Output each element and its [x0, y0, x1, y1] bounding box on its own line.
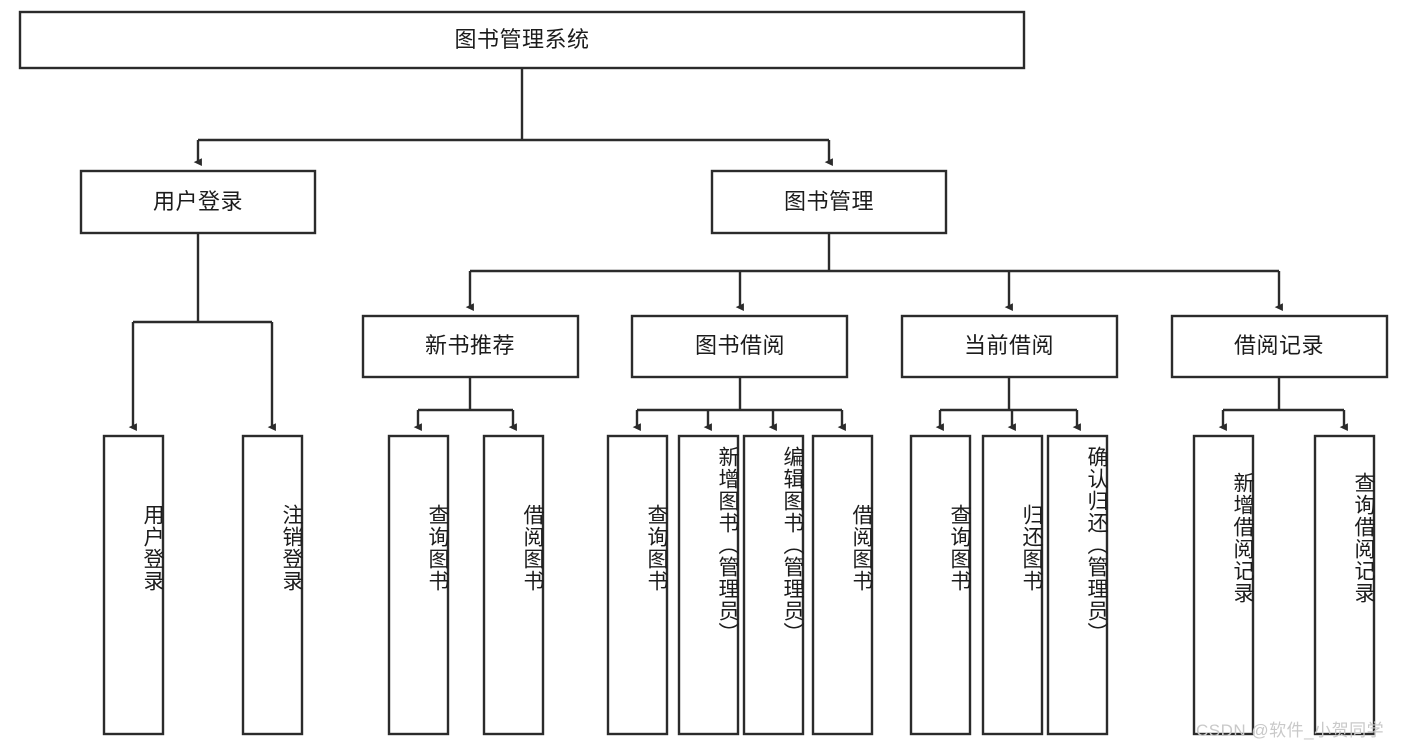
leaf-boxes: [102, 434, 1376, 736]
node-leaf-user-login-box[interactable]: [102, 434, 165, 736]
node-leaf-query-book-2-box[interactable]: [606, 434, 669, 736]
node-leaf-add-record-box[interactable]: [1192, 434, 1255, 736]
node-new-book-recommend-label: 新书推荐: [425, 333, 515, 358]
node-root-box: [18, 10, 1026, 70]
node-new-book-recommend[interactable]: 新书推荐: [361, 314, 580, 379]
connector-group-borrow-record: [1218, 377, 1348, 432]
node-book-management-box: [710, 169, 948, 235]
node-current-borrow-label: 当前借阅: [964, 333, 1054, 358]
connector-group-book-borrow: [632, 377, 846, 432]
node-book-borrow-box: [630, 314, 849, 379]
node-root[interactable]: 图书管理系统: [18, 10, 1026, 70]
connector-group-new-book-recommend: [413, 377, 517, 432]
node-user-login[interactable]: 用户登录: [79, 169, 317, 235]
node-leaf-confirm-return-box[interactable]: [1046, 434, 1109, 736]
node-leaf-edit-book-box[interactable]: [742, 434, 805, 736]
node-leaf-borrow-book-2-box[interactable]: [811, 434, 874, 736]
node-leaf-logout-box[interactable]: [241, 434, 304, 736]
node-borrow-record-label: 借阅记录: [1234, 333, 1324, 358]
node-leaf-add-book-box[interactable]: [677, 434, 740, 736]
node-leaf-query-record-box[interactable]: [1313, 434, 1376, 736]
node-current-borrow-box: [900, 314, 1119, 379]
node-book-management-label: 图书管理: [784, 189, 874, 214]
node-leaf-query-book-1-box[interactable]: [387, 434, 450, 736]
node-root-label: 图书管理系统: [454, 27, 589, 52]
csdn-watermark: CSDN @软件_小贺同学: [1196, 721, 1385, 740]
node-borrow-record[interactable]: 借阅记录: [1170, 314, 1389, 379]
node-leaf-borrow-book-1-box[interactable]: [482, 434, 545, 736]
node-user-login-box: [79, 169, 317, 235]
node-book-management[interactable]: 图书管理: [710, 169, 948, 235]
node-new-book-recommend-box: [361, 314, 580, 379]
node-current-borrow[interactable]: 当前借阅: [900, 314, 1119, 379]
connector-group-current-borrow: [935, 377, 1081, 432]
node-leaf-query-book-3-box[interactable]: [909, 434, 972, 736]
node-user-login-label: 用户登录: [153, 189, 243, 214]
connector-group-root: [193, 68, 833, 167]
connector-group-user-login: [128, 233, 276, 432]
node-book-borrow[interactable]: 图书借阅: [630, 314, 849, 379]
node-borrow-record-box: [1170, 314, 1389, 379]
node-leaf-return-book-box[interactable]: [981, 434, 1044, 736]
node-book-borrow-label: 图书借阅: [695, 333, 785, 358]
connector-group-book-management: [465, 233, 1283, 312]
